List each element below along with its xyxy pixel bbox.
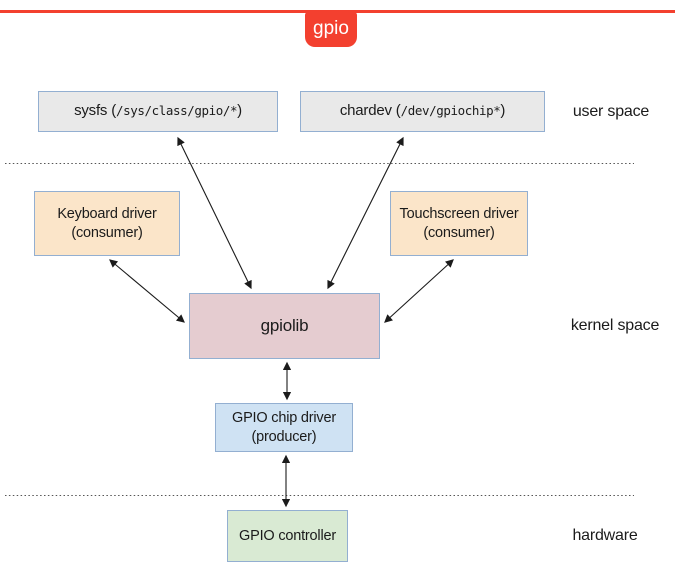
- gpio-tag-label: gpio: [313, 17, 349, 39]
- chardev-box: chardev (/dev/gpiochip*): [300, 91, 545, 132]
- gpio-chip-driver-box: GPIO chip driver (producer): [215, 403, 353, 452]
- gpiolib-title: gpiolib: [260, 316, 309, 336]
- gpio-chip-driver-title: GPIO chip driver: [232, 410, 336, 427]
- gpiolib-box: gpiolib: [189, 293, 380, 359]
- arrow-chardev-gpiolib: [327, 136, 404, 290]
- arrow-keyboard-gpiolib: [109, 259, 185, 323]
- sysfs-label: sysfs (/sys/class/gpio/*): [74, 102, 242, 120]
- sysfs-box: sysfs (/sys/class/gpio/*): [38, 91, 278, 132]
- arrow-touchscreen-gpiolib: [384, 259, 454, 323]
- touchscreen-driver-subtitle: (consumer): [423, 224, 495, 241]
- gpio-controller-title: GPIO controller: [239, 527, 336, 544]
- touchscreen-driver-box: Touchscreen driver (consumer): [390, 191, 528, 256]
- touchscreen-driver-title: Touchscreen driver: [399, 206, 519, 223]
- top-accent-line: [0, 10, 675, 13]
- hardware-label: hardware: [572, 527, 638, 544]
- gpio-chip-driver-subtitle: (producer): [251, 428, 317, 445]
- arrow-sysfs-gpiolib: [177, 136, 252, 290]
- keyboard-driver-title: Keyboard driver: [57, 206, 157, 223]
- keyboard-driver-subtitle: (consumer): [71, 224, 143, 241]
- keyboard-driver-box: Keyboard driver (consumer): [34, 191, 180, 256]
- kernel-space-label: kernel space: [570, 317, 660, 334]
- gpio-tag: gpio: [305, 12, 357, 47]
- gpio-controller-box: GPIO controller: [227, 510, 348, 562]
- user-space-label: user space: [572, 102, 650, 120]
- chardev-label: chardev (/dev/gpiochip*): [339, 102, 506, 120]
